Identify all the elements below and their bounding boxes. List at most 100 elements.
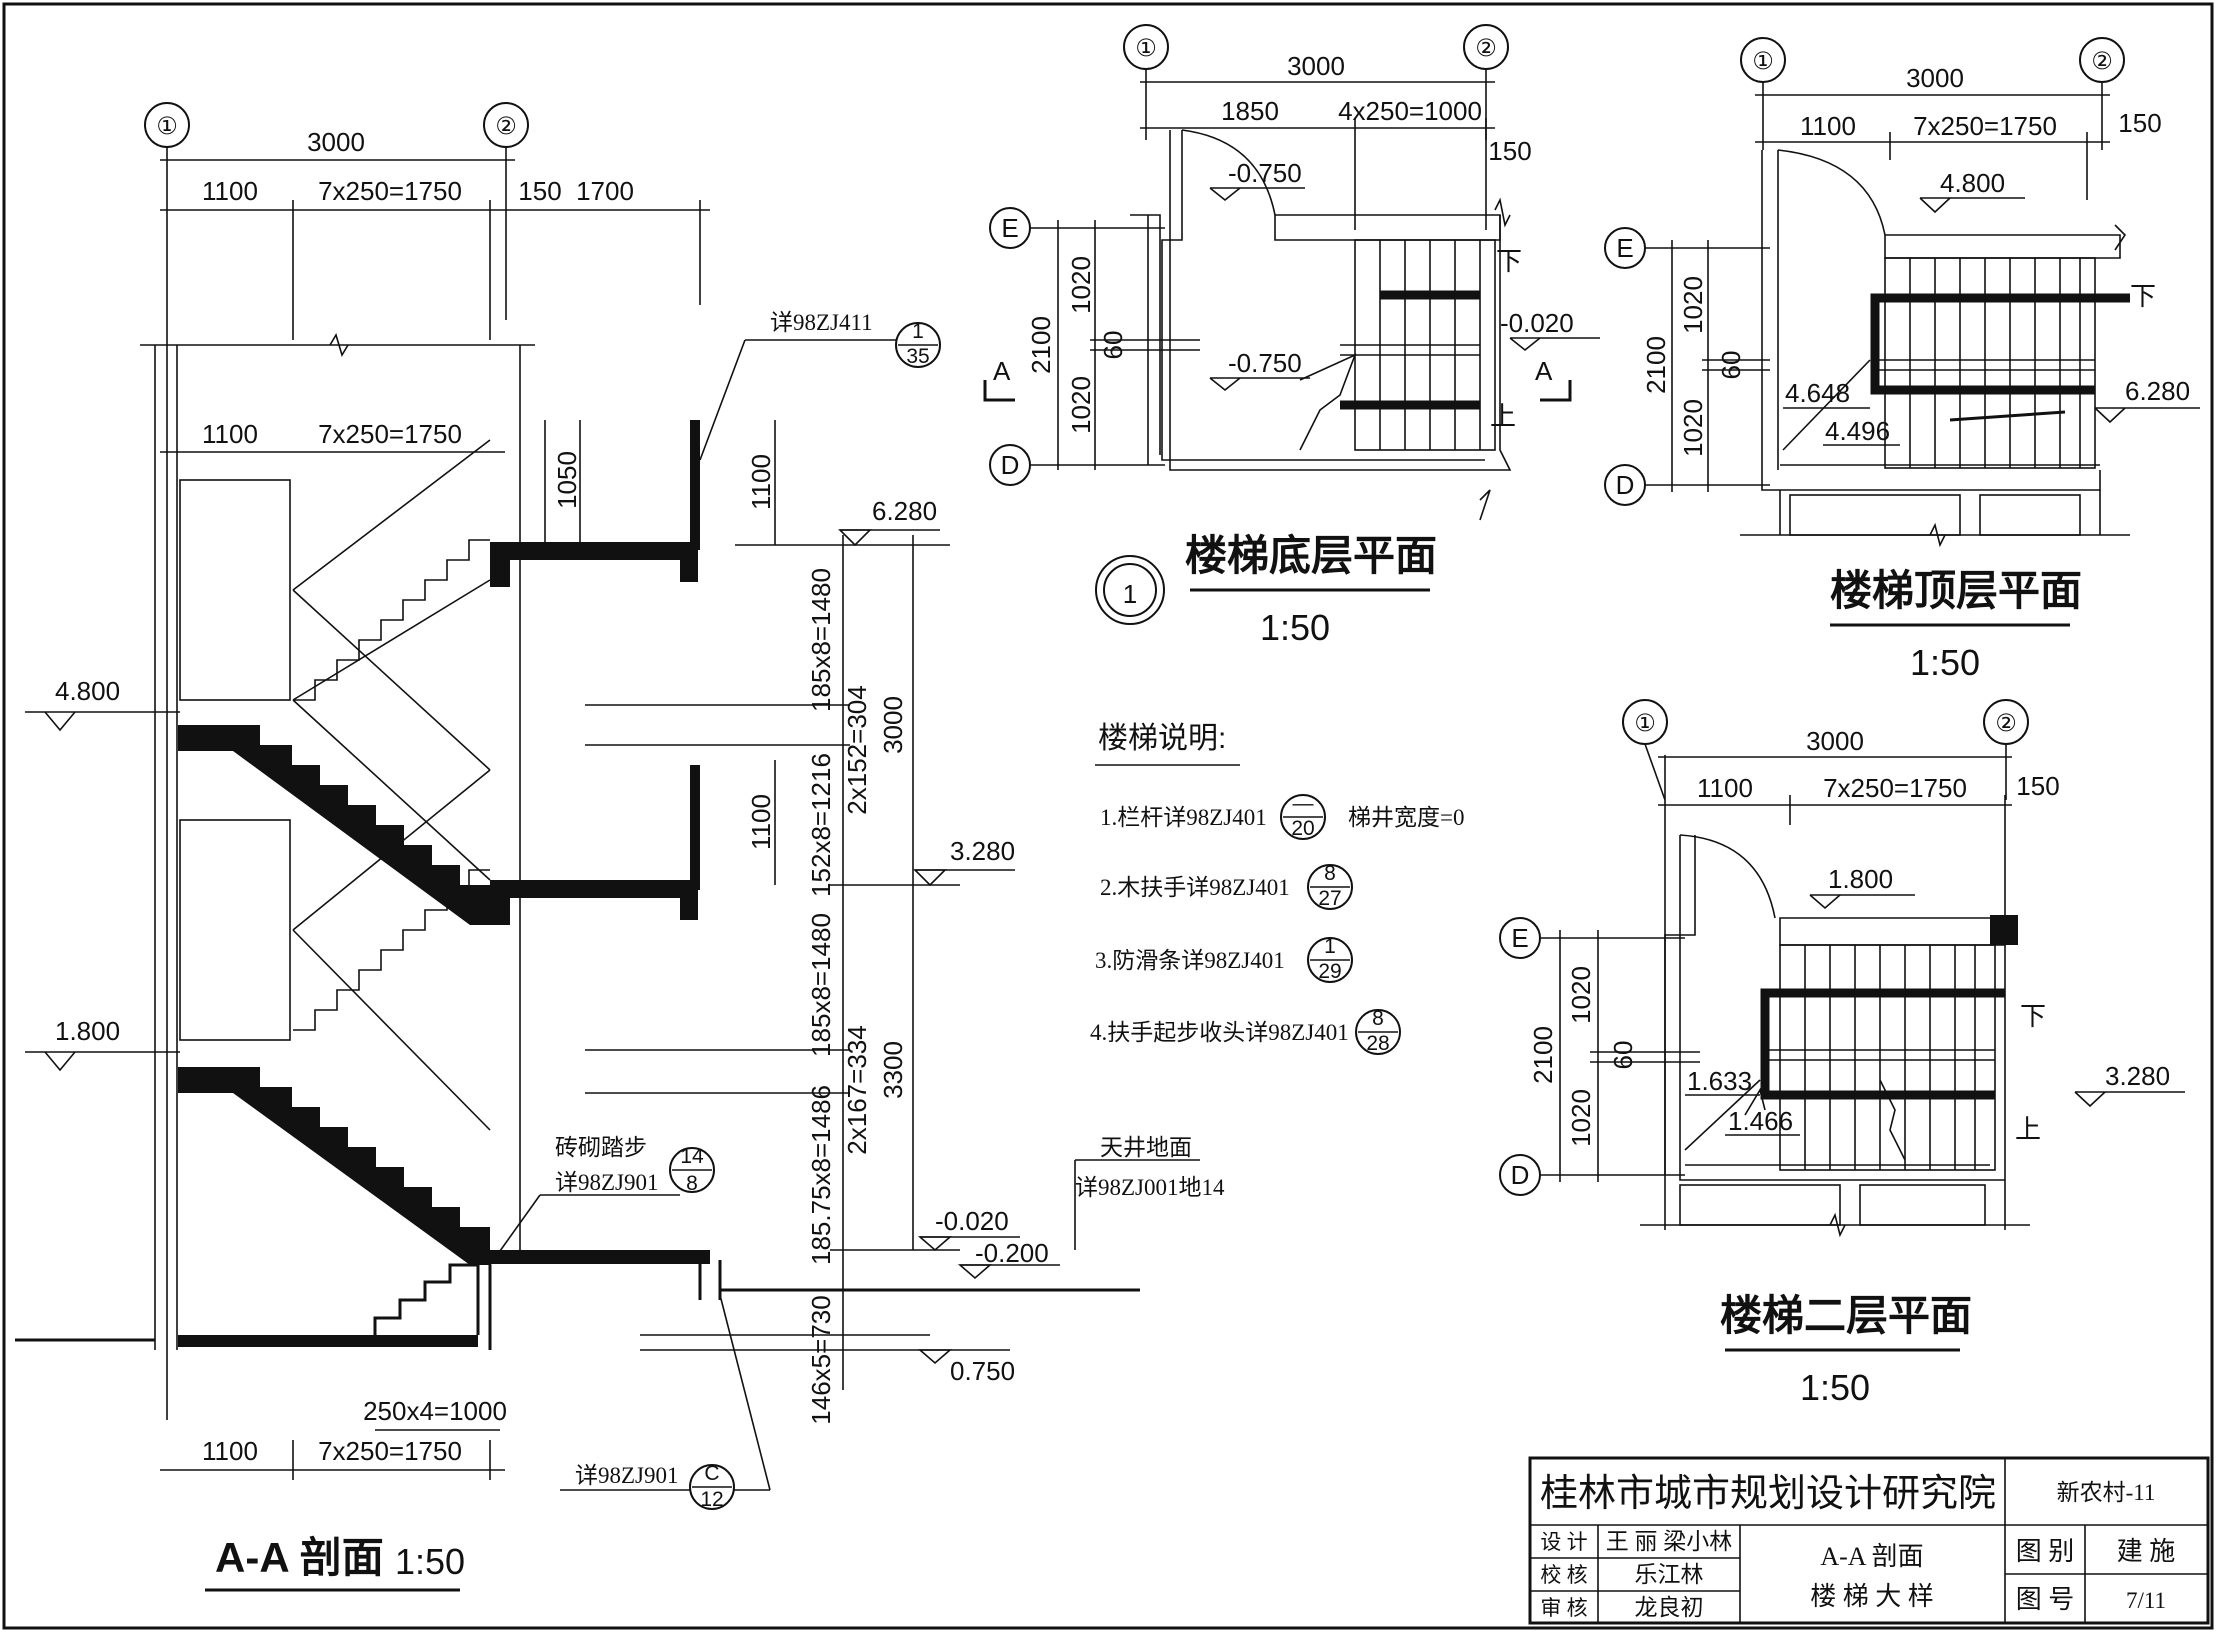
dim-text: 150 [2016,771,2059,801]
ref-text: 详98ZJ901 [555,1170,659,1195]
axis-label: D [1511,1160,1530,1190]
top-floor-plan: ① ② 3000 1100 7x250=1750 150 [1604,37,2200,683]
dim-text: 1050 [552,451,582,509]
ref-den: 29 [1318,960,1341,983]
level-text: 4.648 [1785,378,1850,408]
dim-text: 60 [1608,1041,1638,1070]
plan-scale: 1:50 [1260,607,1330,648]
number-value: 7/11 [2126,1588,2166,1613]
dim-text: 2100 [1641,336,1671,394]
direction-text: 下 [2020,1001,2046,1031]
dim-text: 2x167=334 [842,1025,872,1154]
direction-text: 下 [1496,246,1522,276]
level-text: 1.633 [1687,1066,1752,1096]
plan-scale: 1:50 [1910,642,1980,683]
dim-text: 2100 [1026,316,1056,374]
ref-num: — [1293,792,1314,815]
ref-text: 详98ZJ901 [575,1463,679,1488]
level-text: 1.800 [55,1016,120,1046]
ref-num: 14 [680,1145,704,1168]
cut-label: A [1535,356,1553,386]
axis-label: ② [1995,710,2017,737]
ground-floor-plan: ① ② 3000 1850 4x250=1000 150 E [983,24,1600,648]
dim-text: 3000 [1906,63,1964,93]
checker-name: 乐江林 [1635,1562,1704,1587]
institute-name: 桂林市城市规划设计研究院 [1540,1473,1996,1515]
dim-text: 7x250=1750 [318,1436,462,1466]
ref-num: 1 [912,320,924,343]
note-text: 天井地面 [1100,1135,1192,1160]
note-line: 4.扶手起步收头详98ZJ401 [1090,1020,1349,1045]
ref-den: 12 [700,1488,723,1511]
direction-text: 上 [1490,401,1516,431]
level-text: -0.020 [1500,308,1574,338]
note-line: 梯井宽度=0 [1348,805,1464,830]
level-text: 1.466 [1728,1106,1793,1136]
direction-text: 下 [2130,281,2156,311]
dim-text: 1100 [202,419,258,449]
ref-text: 详98ZJ001地14 [1075,1175,1225,1200]
level-text: 4.800 [55,676,120,706]
project-name: 新农村-11 [2057,1480,2156,1505]
level-text: 1.800 [1828,864,1893,894]
dim-text: 1100 [746,454,776,510]
title-block: 桂林市城市规划设计研究院 新农村-11 设 计 王 丽 梁小林 校 核 乐江林 … [1528,1456,2210,1625]
level-text: 3.280 [2105,1061,2170,1091]
level-text: -0.020 [935,1206,1009,1236]
category-label: 图 别 [2016,1537,2075,1566]
dim-text: 150 [1488,136,1531,166]
section-a-a: ① ② 3000 1100 7x250=1750 150 1700 1100 7… [15,102,1225,1592]
dim-text: 60 [1716,351,1746,380]
number-label: 图 号 [2016,1585,2075,1614]
dim-text: 2100 [1528,1026,1558,1084]
level-text: 6.280 [2125,376,2190,406]
dim-text: 1700 [576,176,634,206]
dim-text: 150 [2118,108,2161,138]
level-text: 4.800 [1940,168,2005,198]
dim-text: 1850 [1221,96,1279,126]
dim-text: 2x152=304 [842,685,872,814]
dim-text: 1020 [1566,966,1596,1024]
ref-den: 35 [906,345,929,368]
section-title: A-A 剖面 [215,1534,384,1581]
ref-den: 8 [686,1172,698,1195]
axis-label: ① [1752,48,1774,75]
dim-text: 150 [518,176,561,206]
section-scale: 1:50 [395,1541,465,1582]
note-line: 2.木扶手详98ZJ401 [1100,875,1290,900]
dim-text: 250x4=1000 [363,1396,507,1426]
plan-title: 楼梯顶层平面 [1830,567,2082,614]
dim-text: 1020 [1066,376,1096,434]
note-line: 3.防滑条详98ZJ401 [1095,948,1285,973]
ref-num: C [704,1462,719,1485]
plan-title: 楼梯底层平面 [1185,532,1437,579]
dim-text: 3000 [878,696,908,754]
dim-text: 1100 [1800,111,1856,141]
level-text: -0.750 [1228,158,1302,188]
dim-text: 7x250=1750 [1823,773,1967,803]
level-text: -0.750 [1228,348,1302,378]
ref-num: 1 [1324,935,1336,958]
plan-title: 楼梯二层平面 [1720,1292,1972,1339]
axis-label: D [1616,470,1635,500]
axis-label: ② [495,113,517,140]
dim-text: 1100 [202,176,258,206]
dim-text: 7x250=1750 [1913,111,2057,141]
notes-heading: 楼梯说明: [1098,722,1226,755]
dim-text: 1020 [1066,256,1096,314]
direction-text: 上 [2015,1114,2041,1144]
second-floor-plan: ① ② 3000 1100 7x250=1750 150 [1499,699,2185,1408]
stair-notes: 楼梯说明: 1.栏杆详98ZJ401 — 20 梯井宽度=0 2.木扶手详98Z… [1090,722,1464,1055]
dim-text: 185.75x8=1486 [806,1085,836,1265]
level-text: -0.200 [975,1238,1049,1268]
review-label: 审 核 [1540,1596,1587,1620]
dim-text: 3000 [1287,51,1345,81]
badge-text: 1 [1123,579,1137,609]
dim-text: 146x5=730 [806,1295,836,1424]
axis-label: ① [1634,710,1656,737]
dim-text: 185x8=1480 [806,913,836,1057]
dim-text: 1020 [1678,276,1708,334]
dim-text: 7x250=1750 [318,419,462,449]
axis-label: E [1001,213,1018,243]
